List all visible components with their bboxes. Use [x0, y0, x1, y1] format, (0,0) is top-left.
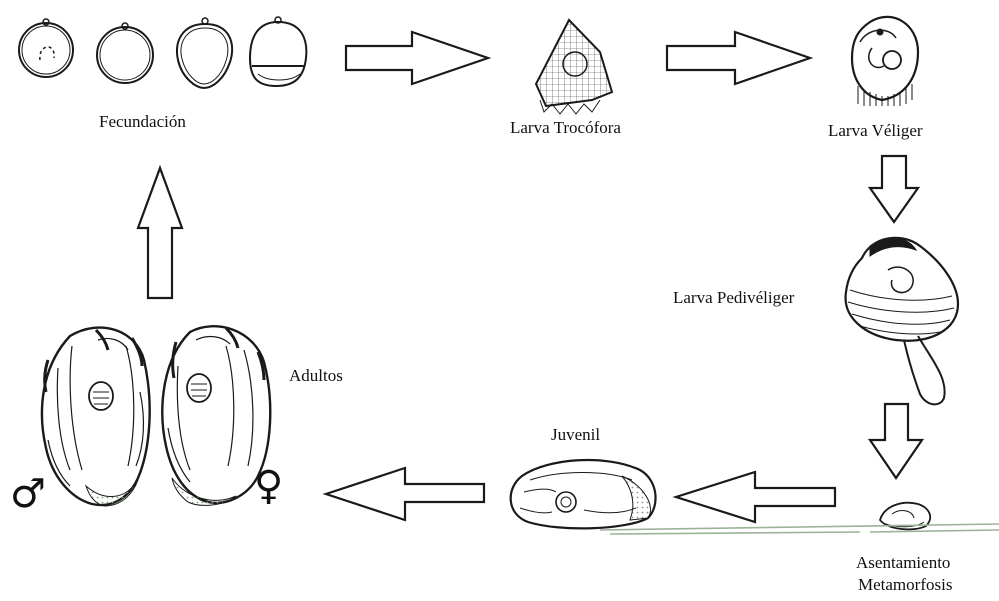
- male-symbol: ♂: [10, 474, 46, 514]
- egg-3: [177, 18, 232, 88]
- label-fecundacion: Fecundación: [99, 112, 186, 132]
- label-juvenil: Juvenil: [551, 425, 600, 445]
- substrate-line: [600, 524, 999, 534]
- adulto-macho-drawing: [42, 328, 150, 506]
- female-symbol: ♀: [254, 466, 283, 506]
- arrow-right-1: [346, 32, 488, 84]
- label-adultos: Adultos: [289, 366, 343, 386]
- larva-pediveliger-drawing: [846, 238, 958, 405]
- arrow-right-2: [667, 32, 810, 84]
- label-larva-trocofora: Larva Trocófora: [510, 118, 621, 138]
- arrow-down-2: [870, 404, 922, 478]
- egg-4: [250, 17, 306, 86]
- label-asentamiento: Asentamiento: [856, 553, 950, 573]
- arrow-left-1: [676, 472, 835, 522]
- larva-trocofora-drawing: [536, 20, 612, 114]
- label-larva-pediveliger: Larva Pedivéliger: [673, 288, 794, 308]
- egg-2: [97, 23, 153, 83]
- fecundacion-eggs: [19, 17, 306, 88]
- arrow-down-1: [870, 156, 918, 222]
- arrow-left-2: [326, 468, 484, 520]
- juvenil-drawing: [511, 460, 656, 528]
- label-larva-veliger: Larva Véliger: [828, 121, 923, 141]
- label-metamorfosis: Metamorfosis: [858, 575, 952, 595]
- larva-veliger-drawing: [852, 17, 918, 106]
- arrow-up-1: [138, 168, 182, 298]
- egg-1: [19, 19, 73, 77]
